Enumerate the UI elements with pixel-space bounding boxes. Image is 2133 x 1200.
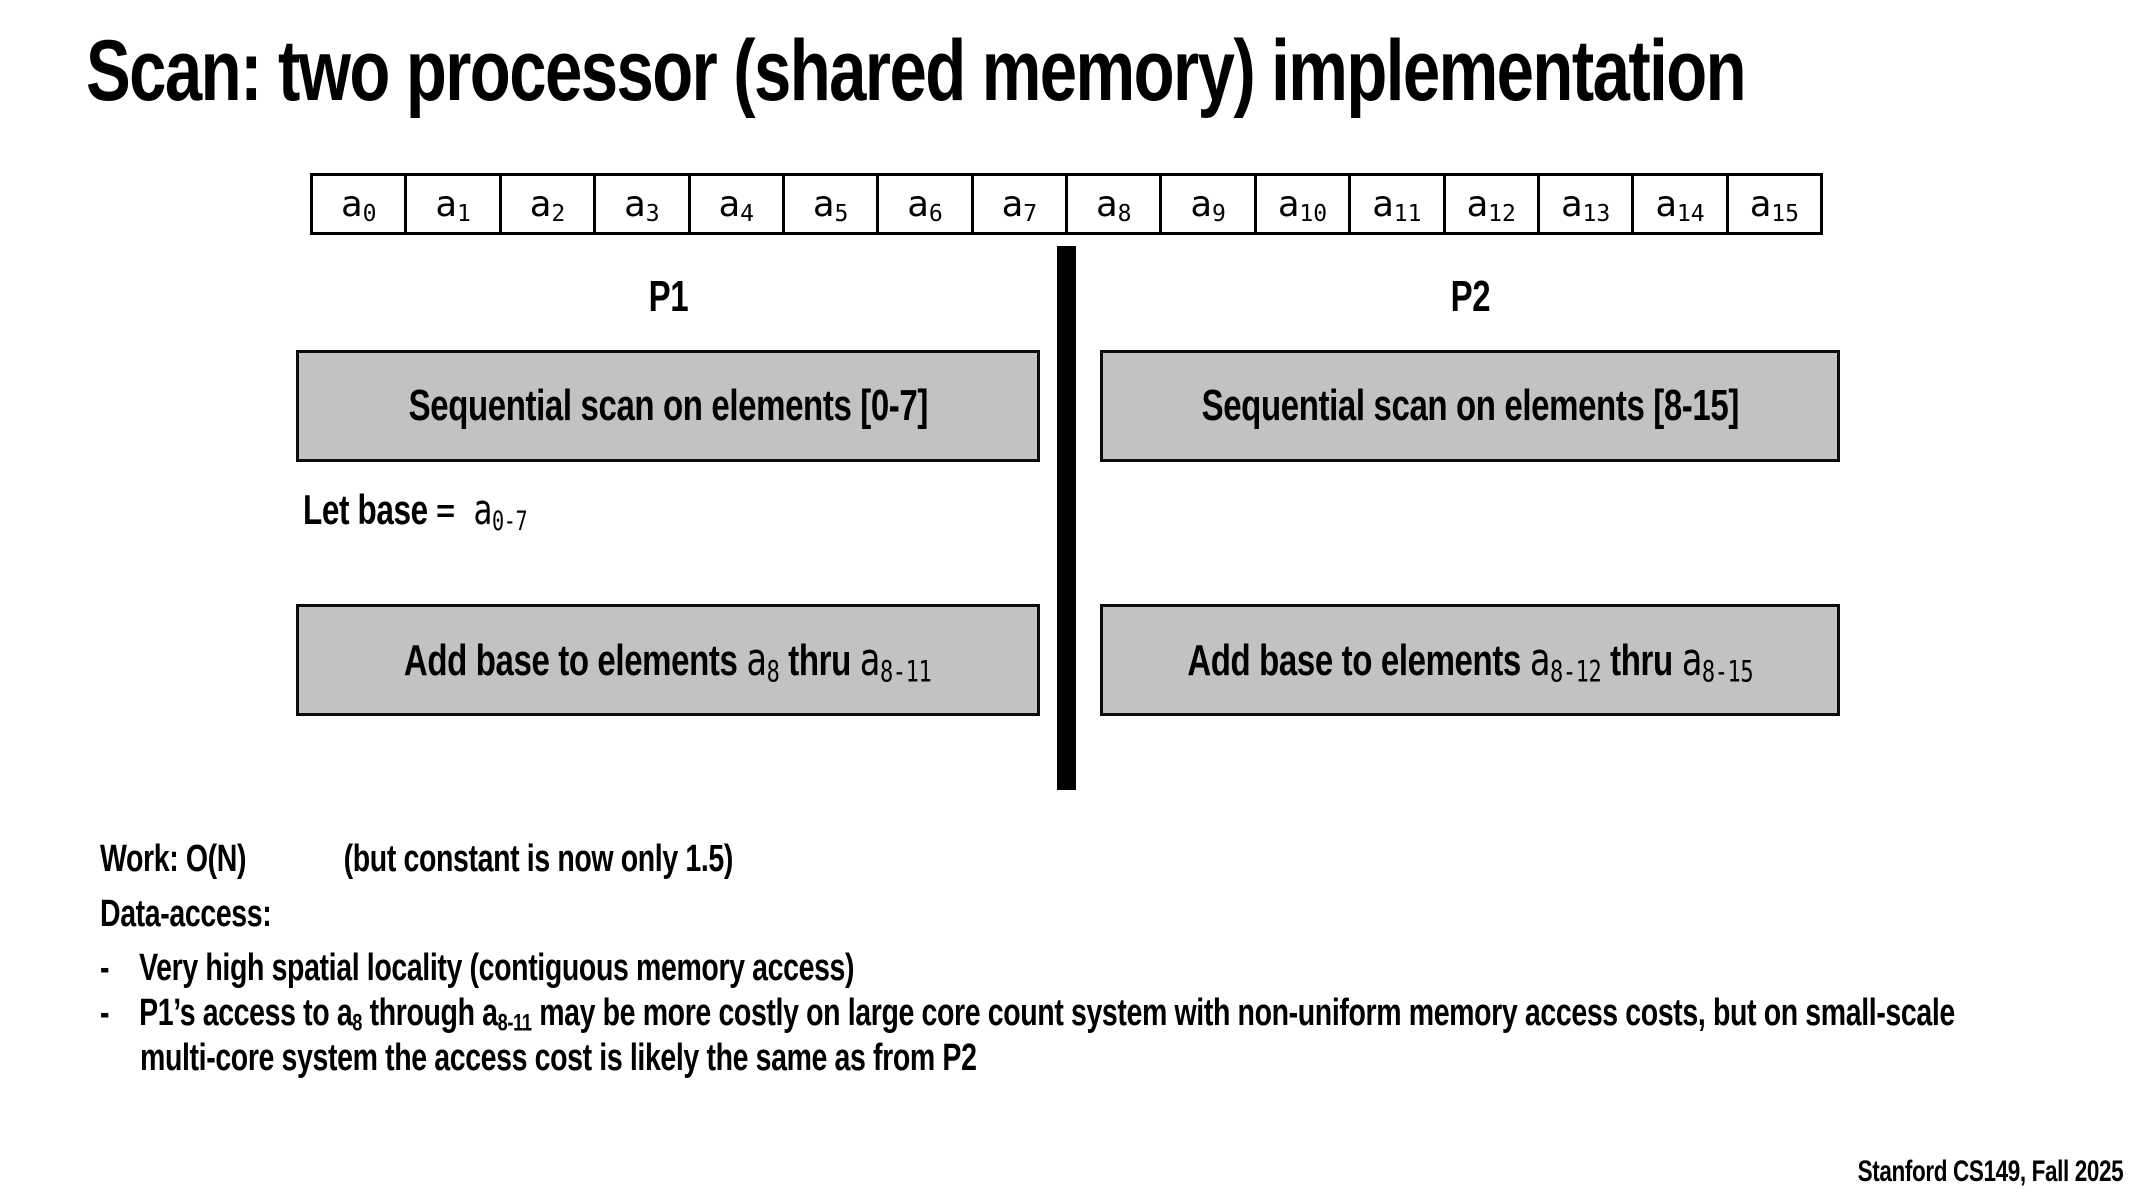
array-cell: a3 xyxy=(593,176,687,232)
array-cell-label: a3 xyxy=(624,183,660,227)
array-cell: a2 xyxy=(498,176,593,232)
array-cell-label: a10 xyxy=(1277,183,1328,227)
slide-title-text: Scan: two processor (shared memory) impl… xyxy=(86,23,1747,119)
array-cell-label: a7 xyxy=(1001,183,1038,227)
array-cell: a15 xyxy=(1725,176,1820,232)
array-cell-label: a6 xyxy=(907,183,943,227)
array-cell: a8 xyxy=(1065,176,1159,232)
p1-sequential-scan-box: Sequential scan on elements [0-7] xyxy=(296,350,1040,462)
bullet-p1-access-line2: multi-core system the access cost is lik… xyxy=(140,1037,1255,1081)
array-cell-label: a8 xyxy=(1095,183,1132,227)
bullet2-text: -P1’s access to a8 through a8-11 may be … xyxy=(100,992,1955,1037)
array-cell-label: a4 xyxy=(718,183,754,227)
array-cell-label: a13 xyxy=(1560,183,1611,227)
processor-divider-bar xyxy=(1057,246,1076,790)
array-cell-label: a11 xyxy=(1372,183,1422,227)
array-cell-label: a0 xyxy=(340,183,377,227)
processor-p2-label: P2 xyxy=(1100,272,1840,323)
processor-p1-label: P1 xyxy=(296,272,1040,323)
p2-sequential-scan-label: Sequential scan on elements [8-15] xyxy=(1201,380,1739,430)
data-access-text: Data-access: xyxy=(100,893,272,935)
array-cell: a13 xyxy=(1536,176,1631,232)
array-cell: a5 xyxy=(781,176,876,232)
array-cell: a11 xyxy=(1348,176,1442,232)
array-cell-label: a12 xyxy=(1466,183,1516,227)
array-cell: a0 xyxy=(313,176,404,232)
p2-sequential-scan-box: Sequential scan on elements [8-15] xyxy=(1100,350,1840,462)
array-cell: a6 xyxy=(876,176,970,232)
course-footer: Stanford CS149, Fall 2025 xyxy=(1769,1155,2123,1190)
array-cell: a12 xyxy=(1442,176,1537,232)
array-cell: a10 xyxy=(1253,176,1348,232)
bullet1-text: -Very high spatial locality (contiguous … xyxy=(100,947,855,989)
array-cell: a1 xyxy=(404,176,498,232)
array-cell-label: a14 xyxy=(1655,183,1705,227)
bullet-p1-access-line1: -P1’s access to a8 through a8-11 may be … xyxy=(100,992,2133,1036)
p2-label-text: P2 xyxy=(1450,272,1490,321)
bullet-spatial-locality: -Very high spatial locality (contiguous … xyxy=(100,947,1106,991)
p1-add-base-box: Add base to elements a8 thru a8-11 xyxy=(296,604,1040,716)
array-cell: a7 xyxy=(970,176,1065,232)
array-cell-label: a2 xyxy=(529,183,566,227)
let-base-line: Let base = a0-7 xyxy=(303,485,602,537)
bullet2-line2-text: multi-core system the access cost is lik… xyxy=(140,1037,977,1079)
array-cell-label: a1 xyxy=(435,183,471,227)
p2-add-base-box: Add base to elements a8-12 thru a8-15 xyxy=(1100,604,1840,716)
element-array: a0 a1 a2 a3 a4 a5 a6 a7 a8 a9 a10 a11 a12 a13 a14 a15 xyxy=(310,173,1823,235)
array-cell: a9 xyxy=(1159,176,1253,232)
work-line: Work: O(N)(but constant is now only 1.5) xyxy=(100,838,944,882)
array-cell-label: a5 xyxy=(812,183,849,227)
p1-sequential-scan-label: Sequential scan on elements [0-7] xyxy=(408,380,928,430)
array-cell: a4 xyxy=(687,176,782,232)
data-access-line: Data-access: xyxy=(100,893,328,937)
p2-add-base-label: Add base to elements a8-12 thru a8-15 xyxy=(1187,632,1753,689)
work-line-text: Work: O(N)(but constant is now only 1.5) xyxy=(100,838,733,880)
array-cell-label: a9 xyxy=(1190,183,1226,227)
let-base-text: Let base = a0-7 xyxy=(303,485,528,537)
slide-title: Scan: two processor (shared memory) impl… xyxy=(86,22,2133,121)
array-cell: a14 xyxy=(1631,176,1725,232)
p1-add-base-label: Add base to elements a8 thru a8-11 xyxy=(404,632,932,689)
array-cell-label: a15 xyxy=(1749,183,1800,227)
footer-text: Stanford CS149, Fall 2025 xyxy=(1857,1155,2123,1188)
p1-label-text: P1 xyxy=(648,272,688,321)
